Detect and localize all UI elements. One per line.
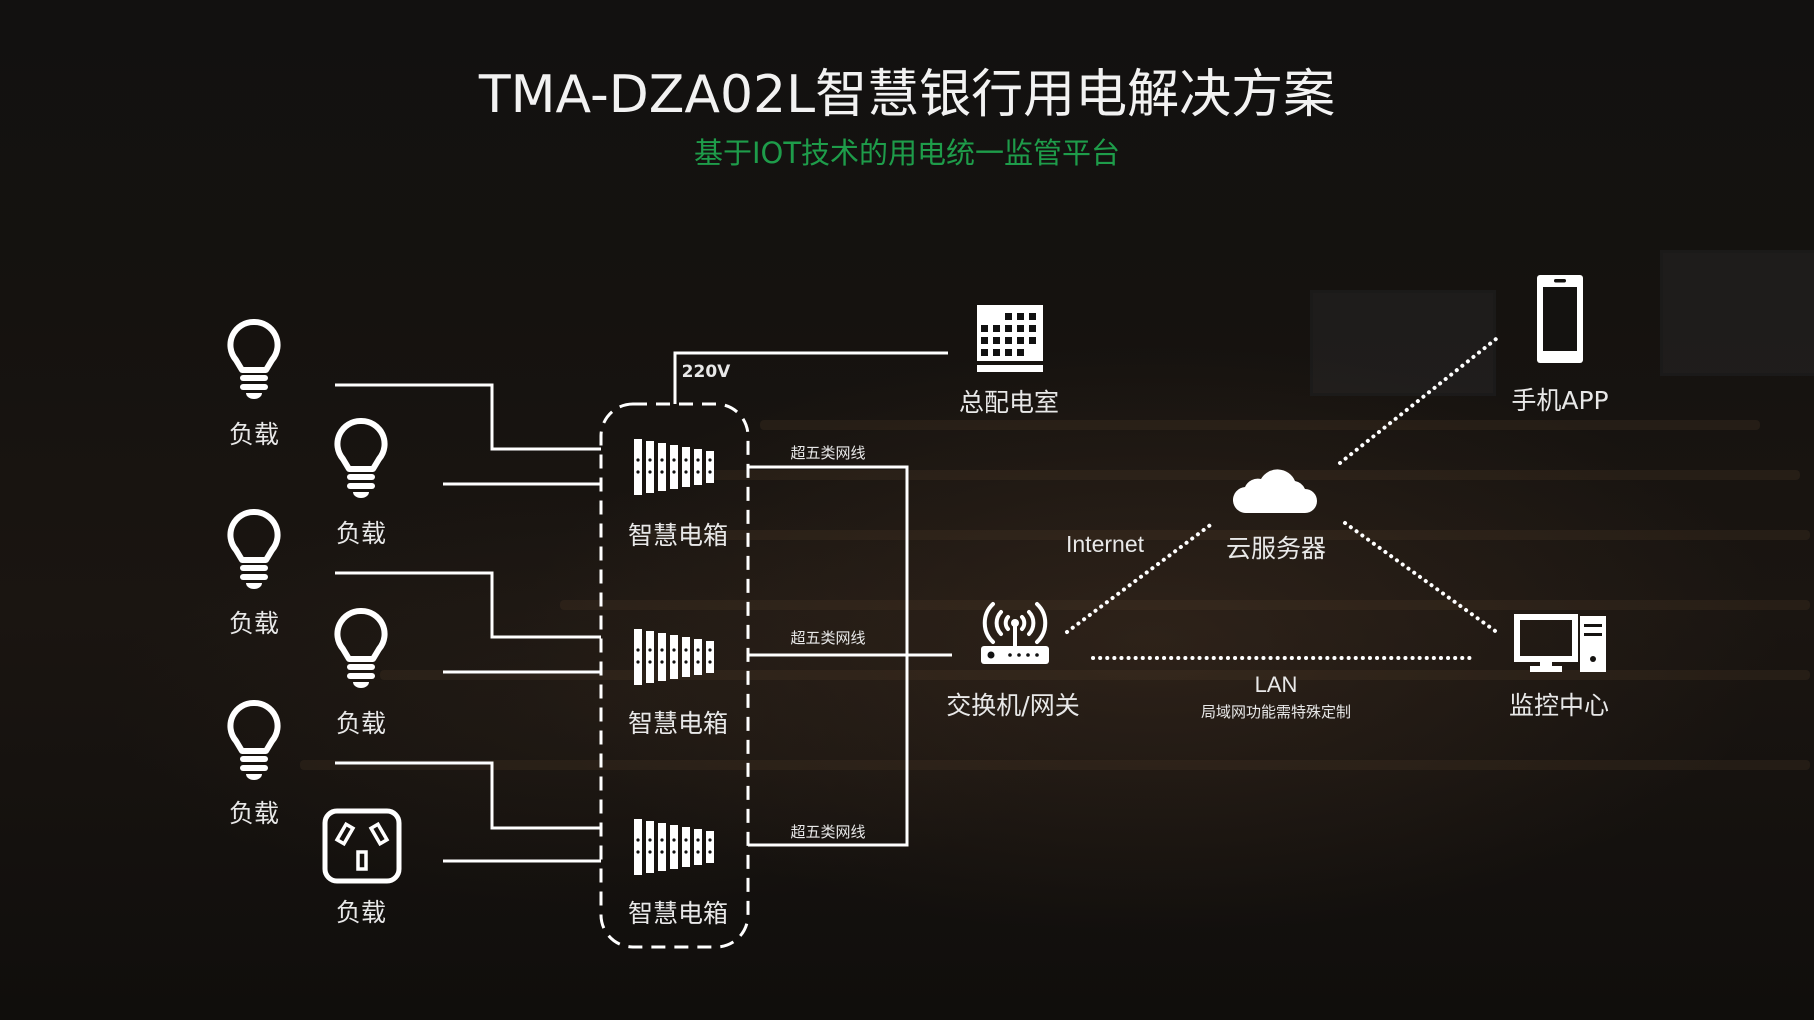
link-cloud-monitor <box>1343 521 1500 635</box>
distribution-room-label: 总配电室 <box>958 388 1060 417</box>
page-subtitle: 基于IOT技术的用电统一监管平台 <box>693 136 1121 170</box>
lightbulb-icon <box>227 699 281 780</box>
page-title: TMA-DZA02L智慧银行用电解决方案 <box>478 65 1336 125</box>
internet-label: Internet <box>1066 531 1144 557</box>
smart-electric-box-icon <box>634 819 714 875</box>
cloud-icon <box>1233 469 1317 514</box>
wire-load-1 <box>335 383 601 451</box>
load-label: 负载 <box>228 420 280 449</box>
smart-electric-box-icon <box>634 629 714 685</box>
wire-load-3 <box>335 571 601 639</box>
cable-label: 超五类网线 <box>790 444 866 462</box>
voltage-label: 220V <box>681 362 731 382</box>
link-gateway-cloud <box>1065 521 1215 634</box>
cable-label: 超五类网线 <box>790 629 866 647</box>
link-cloud-phone <box>1338 337 1498 465</box>
wire-load-5 <box>335 761 601 830</box>
cable-label: 超五类网线 <box>790 823 866 841</box>
lightbulb-icon <box>334 607 388 688</box>
distribution-room-icon <box>977 305 1043 372</box>
smart-box-label: 智慧电箱 <box>627 709 729 738</box>
phone-app-label: 手机APP <box>1511 386 1609 415</box>
smart-electric-box-icon <box>634 439 714 495</box>
load-label: 负载 <box>228 799 280 828</box>
lan-note: 局域网功能需特殊定制 <box>1200 703 1352 721</box>
monitor-center-label: 监控中心 <box>1508 691 1610 720</box>
lightbulb-icon <box>334 417 388 498</box>
desktop-computer-icon <box>1514 614 1606 672</box>
smart-box-label: 智慧电箱 <box>627 899 729 928</box>
lightbulb-icon <box>227 508 281 589</box>
load-label: 负载 <box>335 519 387 548</box>
power-socket-icon <box>322 808 402 884</box>
gateway-label: 交换机/网关 <box>946 691 1080 720</box>
smart-box-group-enclosure <box>599 402 750 949</box>
lightbulb-icon <box>227 318 281 399</box>
network-cables <box>748 465 952 847</box>
wireless-links <box>1065 337 1500 660</box>
smart-box-label: 智慧电箱 <box>627 521 729 550</box>
power-feed-line <box>673 351 948 404</box>
load-label: 负载 <box>228 609 280 638</box>
smartphone-icon <box>1537 275 1583 363</box>
load-label: 负载 <box>335 709 387 738</box>
lan-label: LAN <box>1254 672 1298 697</box>
router-icon <box>981 602 1049 664</box>
load-wires <box>335 383 601 863</box>
cloud-server-label: 云服务器 <box>1225 534 1327 563</box>
load-label: 负载 <box>335 898 387 927</box>
